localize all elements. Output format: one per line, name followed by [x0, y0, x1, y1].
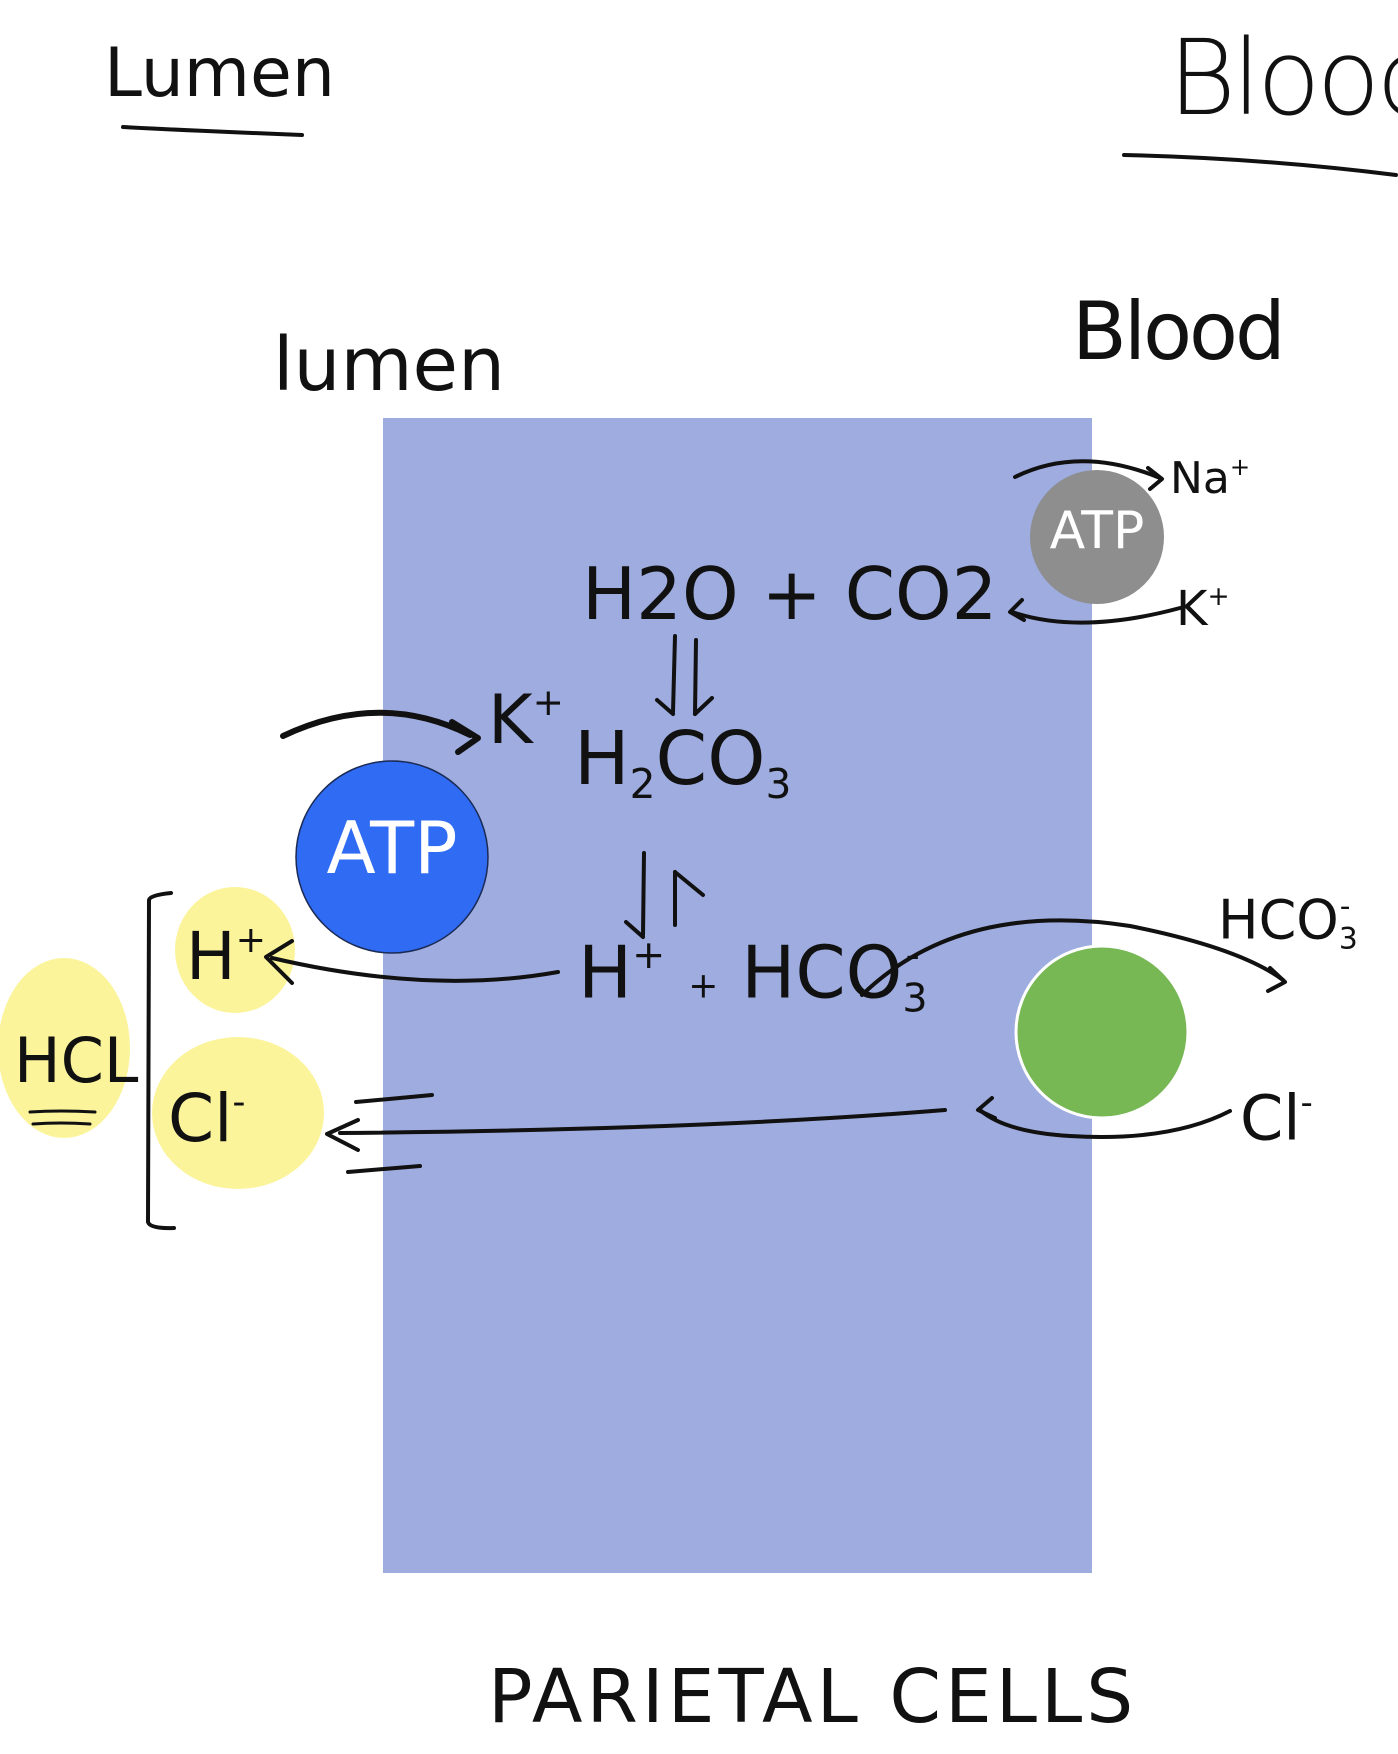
hcl-bracket	[146, 891, 176, 1231]
h-ion-lumen: H+	[186, 921, 266, 990]
carbonic-acid-o-sub: 3	[765, 760, 792, 809]
blood-side-label: Blood	[1072, 285, 1286, 378]
proton-pump-label: ATP	[326, 806, 458, 890]
hco3-blood-sub: 3	[1338, 921, 1358, 957]
k-ion-symbol: K	[488, 681, 533, 761]
carbonic-acid-co: CO	[655, 716, 766, 802]
k-blood-charge: +	[1207, 581, 1230, 612]
cl-lumen-charge: -	[232, 1080, 246, 1123]
cl-blood-charge: -	[1300, 1083, 1313, 1123]
hco3-blood-symbol: HCO	[1218, 888, 1339, 952]
k-ion-entering-cell: K+	[488, 683, 564, 755]
k-ion-blood: K+	[1176, 581, 1230, 632]
h-lumen-charge: +	[235, 918, 267, 961]
h-ion-in-cell: H	[578, 930, 633, 1015]
hco3-out-arrowhead	[1266, 966, 1287, 993]
hcl-underline-2	[31, 1121, 92, 1126]
bicarb-in-cell: HCO	[741, 930, 903, 1015]
k-blood-symbol: K	[1176, 580, 1208, 637]
na-ion-symbol: Na	[1170, 453, 1230, 505]
hcl-product-label: HCL	[14, 1024, 139, 1097]
h-ion-in-cell-charge: +	[632, 932, 666, 978]
na-k-pump-label: ATP	[1049, 501, 1145, 561]
cl-to-lumen-arrowhead	[325, 1118, 360, 1152]
hcl-underline	[28, 1109, 97, 1114]
blood-title-underline	[1122, 153, 1398, 177]
hco3-ion-blood: HCO3-	[1218, 889, 1358, 954]
na-ion-blood: Na+	[1170, 455, 1250, 501]
hco3-blood-charge: -	[1339, 889, 1351, 924]
carbonic-acid-h-sub: 2	[629, 760, 656, 809]
na-ion-charge: +	[1229, 453, 1251, 481]
blood-title: Blood	[1168, 17, 1398, 139]
na-out-arrowhead	[1146, 466, 1164, 491]
plus-operator: +	[688, 965, 719, 1007]
carbonic-acid-h: H	[574, 716, 630, 802]
lumen-side-label: lumen	[273, 322, 505, 408]
lumen-title-underline	[121, 125, 304, 137]
parietal-cells-caption: PARIETAL CELLS	[488, 1654, 1138, 1740]
water-co2-equation: H2O + CO2	[582, 552, 998, 636]
carbonic-acid: H2CO3	[574, 722, 791, 805]
h-plus-bicarb-equation: H+ + HCO3-	[578, 935, 928, 1019]
h-out-arrowhead	[264, 939, 294, 985]
cl-ion-blood: Cl-	[1240, 1086, 1313, 1150]
cl-ion-lumen: Cl-	[168, 1083, 246, 1152]
cl-lumen-symbol: Cl	[168, 1080, 233, 1158]
bicarb-in-cell-sub: 3	[902, 975, 928, 1022]
cl-blood-symbol: Cl	[1240, 1081, 1301, 1155]
bicarb-in-cell-charge: -	[905, 932, 920, 978]
lumen-title: Lumen	[104, 34, 335, 113]
k-ion-charge: +	[532, 680, 564, 724]
h-lumen-symbol: H	[186, 918, 236, 996]
